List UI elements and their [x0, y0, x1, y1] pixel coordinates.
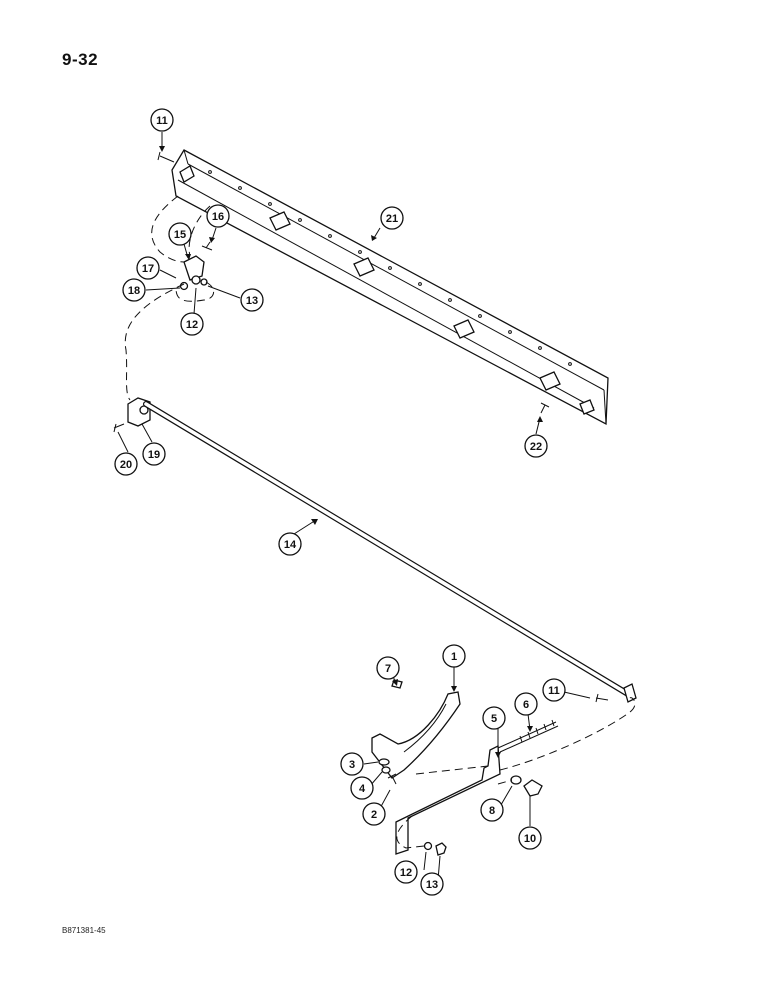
callout-label: 10: [524, 833, 536, 845]
callout-6: 6: [514, 692, 538, 716]
callout-label: 5: [491, 713, 497, 725]
callout-label: 15: [174, 229, 186, 241]
callout-label: 11: [156, 115, 168, 127]
shield-panel: [171, 149, 609, 426]
callout-11-upper: 11: [150, 108, 174, 132]
callout-20: 20: [114, 452, 138, 476]
callout-label: 22: [530, 441, 542, 453]
callout-label: 2: [371, 809, 377, 821]
callout-15: 15: [168, 222, 192, 246]
callout-label: 11: [548, 685, 560, 697]
callout-label: 20: [120, 459, 132, 471]
callout-label: 17: [142, 263, 154, 275]
callout-label: 13: [246, 295, 258, 307]
callout-7: 7: [376, 656, 400, 680]
rod: [143, 401, 637, 703]
callout-2: 2: [362, 802, 386, 826]
callout-12-upper: 12: [180, 312, 204, 336]
callout-10: 10: [518, 826, 542, 850]
callout-label: 19: [148, 449, 160, 461]
callout-8: 8: [480, 798, 504, 822]
panel-clips: [179, 165, 595, 415]
callout-21: 21: [380, 206, 404, 230]
callout-label: 18: [128, 285, 140, 297]
callout-label: 6: [523, 699, 529, 711]
callout-label: 14: [284, 539, 297, 551]
callout-19: 19: [142, 442, 166, 466]
callout-12-lower: 12: [394, 860, 418, 884]
callout-3: 3: [340, 752, 364, 776]
dashed-connection-lines: [124, 195, 636, 849]
callout-16: 16: [206, 204, 230, 228]
callout-label: 12: [400, 867, 412, 879]
callout-label: 8: [489, 805, 495, 817]
callout-14: 14: [278, 532, 302, 556]
callout-13-upper: 13: [240, 288, 264, 312]
callout-11-lower: 11: [542, 678, 566, 702]
page-number: 9-32: [62, 50, 99, 69]
callouts: 11 21 16 15 17 18: [114, 108, 566, 896]
callout-4: 4: [350, 776, 374, 800]
drawing-code: B871381-45: [62, 926, 106, 935]
callout-label: 21: [386, 213, 398, 225]
callout-label: 16: [212, 211, 224, 223]
callout-label: 13: [426, 879, 438, 891]
callout-label: 12: [186, 319, 198, 331]
callout-label: 4: [359, 783, 366, 795]
callout-22: 22: [524, 434, 548, 458]
callout-1: 1: [442, 644, 466, 668]
callout-13-lower: 13: [420, 872, 444, 896]
callout-5: 5: [482, 706, 506, 730]
upper-bracket-assembly: [157, 151, 213, 291]
callout-label: 1: [451, 651, 457, 663]
callout-18: 18: [122, 278, 146, 302]
callout-17: 17: [136, 256, 160, 280]
callout-label: 7: [385, 663, 391, 675]
callout-label: 3: [349, 759, 355, 771]
